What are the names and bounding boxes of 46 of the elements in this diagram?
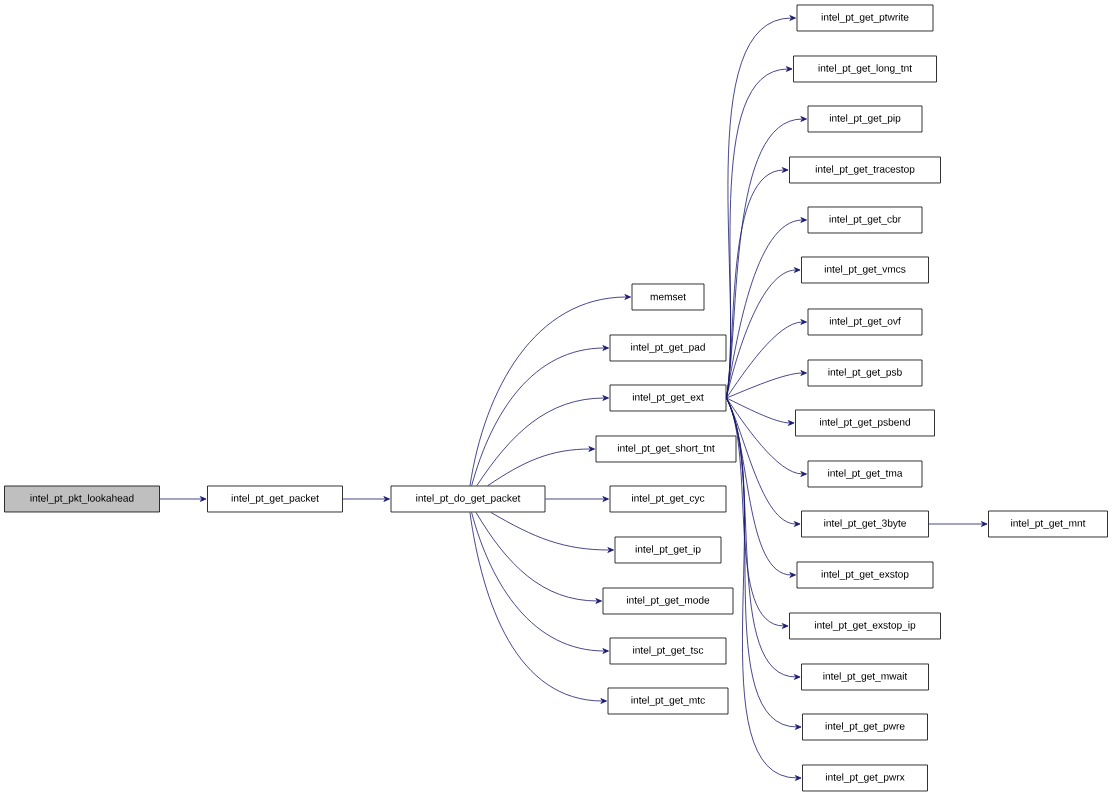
function-box: intel_pt_get_cbr [807, 206, 923, 234]
arrow [726, 267, 801, 399]
function-box: intel_pt_get_mnt [988, 510, 1108, 538]
arrow [471, 512, 609, 654]
arrow [545, 496, 609, 502]
arrow [726, 370, 807, 399]
function-box: intel_pt_get_mwait [801, 663, 929, 691]
function-box: intel_pt_get_ip [614, 536, 722, 564]
function-box: intel_pt_get_cyc [609, 485, 727, 513]
arrow [726, 319, 807, 399]
arrow [342, 496, 390, 502]
arrow [159, 496, 207, 502]
function-box: intel_pt_do_get_packet [390, 485, 546, 513]
function-box: intel_pt_get_pad [609, 334, 727, 362]
arrow [476, 395, 609, 486]
function-box: intel_pt_get_exstop_ip [789, 612, 941, 640]
function-box: intel_pt_get_mtc [607, 687, 729, 715]
function-box: intel_pt_get_ovf [807, 308, 923, 336]
function-box: intel_pt_pkt_lookahead [4, 485, 160, 513]
function-box: intel_pt_get_packet [207, 485, 343, 513]
function-box: memset [631, 283, 705, 311]
function-box: intel_pt_get_tma [807, 460, 923, 488]
arrow [487, 446, 595, 486]
arrow [475, 512, 602, 604]
arrow [469, 294, 631, 486]
function-box: intel_pt_get_3byte [801, 510, 929, 538]
function-box: intel_pt_get_ptwrite [796, 4, 934, 32]
function-box: intel_pt_get_pwrx [802, 764, 928, 792]
function-box: intel_pt_get_tracestop [789, 156, 941, 184]
function-box: intel_pt_get_ext [609, 384, 727, 412]
function-box: intel_pt_get_pwre [802, 713, 928, 741]
arrow [471, 345, 609, 486]
arrow [726, 397, 795, 426]
function-box: intel_pt_get_short_tnt [595, 435, 737, 463]
arrow [928, 521, 988, 527]
function-box: intel_pt_get_tsc [609, 637, 727, 665]
function-box: intel_pt_get_long_tnt [793, 55, 937, 83]
arrow [726, 397, 807, 477]
arrow [490, 512, 614, 553]
arrow [469, 512, 607, 704]
function-box: intel_pt_get_mode [602, 587, 734, 615]
function-box: intel_pt_get_exstop [796, 561, 934, 589]
function-box: intel_pt_get_pip [807, 105, 923, 133]
function-box: intel_pt_get_psbend [795, 409, 935, 437]
function-box: intel_pt_get_vmcs [801, 256, 929, 284]
function-box: intel_pt_get_psb [807, 359, 923, 387]
